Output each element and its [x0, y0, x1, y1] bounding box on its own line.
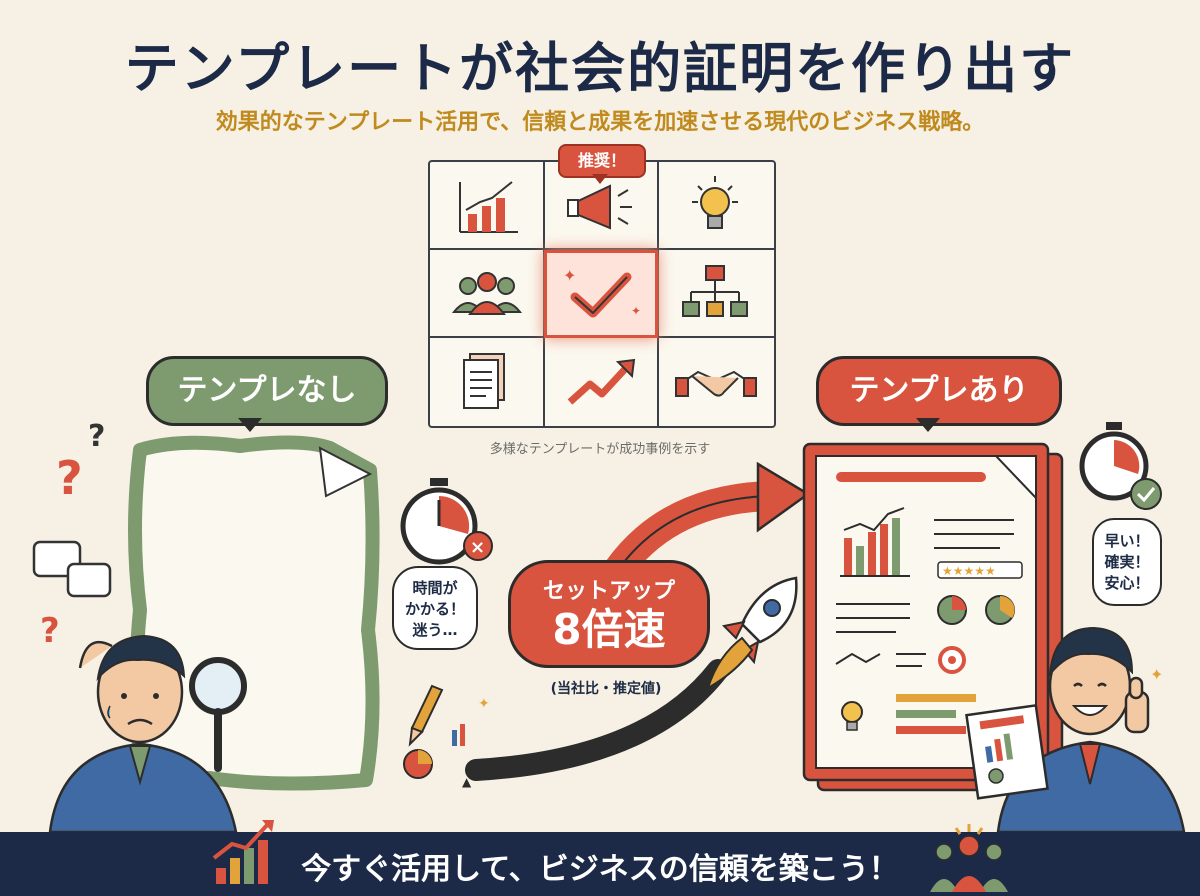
- handshake-icon: [675, 370, 757, 397]
- grid-cell-growth[interactable]: [544, 338, 658, 426]
- slow-line-2: かかる！: [404, 600, 465, 618]
- megaphone-icon: [567, 184, 632, 230]
- trend-arrow-icon: [567, 358, 636, 405]
- template-document-illustration: ★★★★★: [802, 442, 1064, 792]
- grid-cell-recommended[interactable]: ✦ ✦: [544, 250, 658, 338]
- bar-chart-icon: [459, 181, 518, 233]
- confident-line-3: 安心！: [1104, 574, 1150, 592]
- svg-text:✦: ✦: [478, 696, 490, 712]
- svg-text:?: ?: [88, 419, 105, 454]
- team-icon: [451, 272, 523, 315]
- report-sheet-illustration: [965, 703, 1049, 800]
- setup-label: セットアップ: [542, 579, 675, 604]
- confident-line-2: 確実！: [1104, 553, 1150, 571]
- svg-text:×: ×: [470, 537, 485, 558]
- magnifying-glass-icon: [189, 657, 247, 772]
- checkmark-icon: ✦ ✦: [563, 266, 641, 318]
- pencil-and-chart-scraps-illustration: ✦ ▲: [403, 684, 490, 789]
- page-subtitle: 効果的なテンプレート活用で、信頼と成果を加速させる現代のビジネス戦略。: [215, 110, 985, 135]
- svg-text:?: ?: [40, 611, 60, 651]
- document-icon: [463, 353, 505, 409]
- grid-cell-idea[interactable]: [658, 162, 772, 250]
- svg-text:▲: ▲: [462, 775, 472, 789]
- setup-speed-callout: セットアップ 8倍速: [508, 560, 710, 668]
- acceleration-arrow-illustration: [465, 461, 811, 781]
- stopwatch-late-icon: ×: [400, 478, 493, 565]
- slow-speech-bubble: 時間が かかる！ 迷う…: [392, 566, 478, 650]
- confident-line-1: 早い！: [1104, 532, 1150, 550]
- stopwatch-on-time-icon: [1079, 422, 1162, 510]
- confident-speech-bubble: 早い！ 確実！ 安心！: [1092, 518, 1162, 606]
- svg-text:✦: ✦: [1150, 665, 1163, 684]
- grid-cell-chart[interactable]: [430, 162, 544, 250]
- page-title: テンプレートが社会的証明を作り出す: [124, 37, 1076, 100]
- template-grid: ✦ ✦: [428, 160, 776, 428]
- with-template-label-tail: [916, 418, 940, 432]
- grid-caption: 多様なテンプレートが成功事例を示す: [489, 442, 711, 457]
- confused-businessman-illustration: [48, 634, 238, 834]
- svg-text:★★★★★: ★★★★★: [942, 564, 996, 578]
- grid-cell-partnership[interactable]: [658, 338, 772, 426]
- slow-line-3: 迷う…: [412, 621, 458, 639]
- svg-text:?: ?: [56, 451, 83, 505]
- no-template-label-tail: [238, 418, 262, 432]
- setup-speed-note: (当社比・推定値): [550, 681, 662, 697]
- grid-cell-document[interactable]: [430, 338, 544, 426]
- svg-text:✦: ✦: [563, 266, 576, 285]
- recommended-badge: 推奨！: [558, 144, 646, 178]
- grid-cell-team[interactable]: [430, 250, 544, 338]
- grid-cell-megaphone[interactable]: [544, 162, 658, 250]
- setup-speed-value: 8倍速: [552, 605, 666, 654]
- lightbulb-icon: [692, 176, 738, 229]
- svg-text:✦: ✦: [631, 304, 641, 318]
- with-template-label: テンプレあり: [816, 356, 1062, 426]
- growth-chart-icon: [212, 820, 274, 884]
- rocket-icon: [706, 576, 798, 691]
- team-leader-icon: [930, 824, 1008, 892]
- grid-cell-structure[interactable]: [658, 250, 772, 338]
- call-to-action-text: 今すぐ活用して、ビジネスの信頼を築こう！: [301, 852, 899, 887]
- question-marks-icon: ? ? ?: [40, 419, 105, 651]
- slow-line-1: 時間が: [412, 579, 458, 597]
- chat-bubbles-icon: [32, 540, 112, 598]
- no-template-label: テンプレなし: [146, 356, 388, 426]
- org-chart-icon: [682, 265, 748, 317]
- recommended-badge-tail: [592, 174, 608, 184]
